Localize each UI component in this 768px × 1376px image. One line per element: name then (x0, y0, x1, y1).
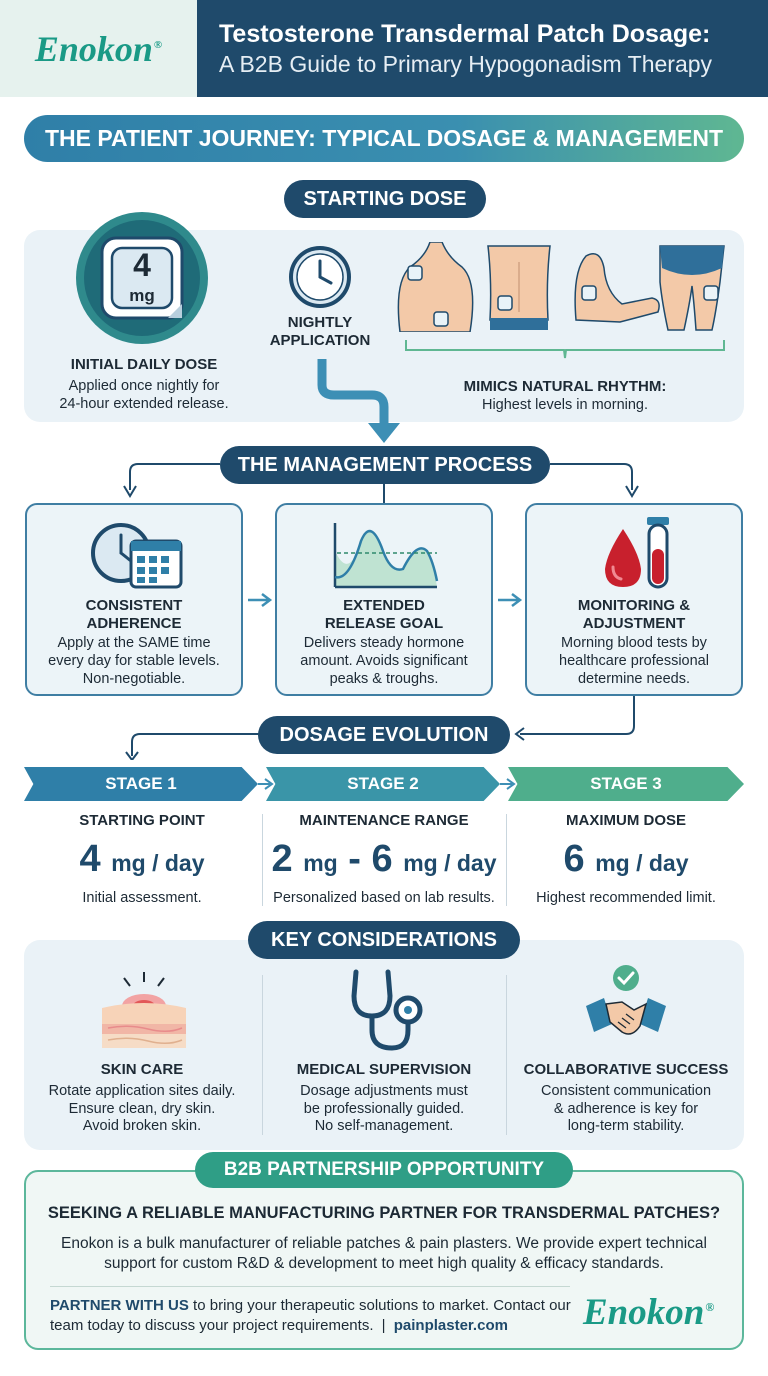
logo-text: Enokon® (34, 28, 163, 69)
title-line-1: Testosterone Transdermal Patch Dosage: (219, 19, 711, 48)
initial-dose-desc: Applied once nightly for 24-hour extende… (59, 378, 229, 412)
b2b-pill: B2B PARTNERSHIP OPPORTUNITY (195, 1152, 573, 1188)
divider (262, 975, 263, 1135)
process-box-monitoring: MONITORING &ADJUSTMENT Morning blood tes… (525, 503, 743, 696)
dose-badge-value: 4 (133, 247, 151, 283)
stage-1-value: 4 mg / day (79, 838, 205, 880)
blood-test-icon (605, 517, 669, 589)
dose-badge-unit: mg (129, 286, 155, 305)
skin-care-item: SKIN CARE Rotate application sites daily… (48, 1061, 236, 1134)
sites-brace (405, 340, 725, 359)
clock-icon (289, 246, 351, 308)
stage-1-chevron: STAGE 1 (24, 767, 258, 801)
application-sites-illustration (397, 242, 725, 332)
handshake-icon (586, 965, 666, 1035)
skin-care-icon (102, 972, 186, 1048)
considerations-pill: KEY CONSIDERATIONS (248, 921, 520, 959)
header: Enokon® Testosterone Transdermal Patch D… (0, 0, 768, 97)
stage-2-detail: MAINTENANCE RANGE 2 mg - 6 mg / day Pers… (264, 812, 504, 906)
evolution-connector-lines (125, 696, 635, 760)
divider (262, 814, 263, 906)
medical-supervision-item: MEDICAL SUPERVISION Dosage adjustments m… (296, 1061, 472, 1134)
release-curve-icon (333, 523, 439, 589)
dose-badge-icon (76, 212, 208, 344)
stage-2-chevron: STAGE 2 (266, 767, 500, 801)
divider (506, 814, 507, 906)
starting-dose-pill: STARTING DOSE (284, 180, 486, 218)
stage-3-chevron: STAGE 3 (508, 767, 744, 801)
arrow-right-icon (498, 593, 523, 607)
stage-1-detail: STARTING POINT 4 mg / day Initial assess… (22, 812, 262, 906)
nightly-application: NIGHTLY APPLICATION (269, 314, 371, 349)
initial-dose-title: INITIAL DAILY DOSE (70, 356, 218, 373)
arrow-right-icon (248, 593, 273, 607)
stage-3-detail: MAXIMUM DOSE 6 mg / day Highest recommen… (506, 812, 746, 906)
header-logo[interactable]: Enokon® (0, 0, 197, 97)
management-connector-lines (123, 463, 639, 503)
b2b-partner-text: PARTNER WITH US to bring your therapeuti… (50, 1297, 571, 1334)
footer-logo[interactable]: Enokon® (583, 1292, 715, 1333)
b2b-description: Enokon is a bulk manufacturer of reliabl… (61, 1235, 707, 1272)
arrow-right-icon (258, 778, 274, 790)
dosage-evolution-pill: DOSAGE EVOLUTION (258, 716, 510, 754)
stethoscope-icon (351, 969, 423, 1051)
management-pill: THE MANAGEMENT PROCESS (220, 446, 550, 484)
monitoring-title: MONITORING &ADJUSTMENT (577, 597, 691, 632)
arm-figure-icon (574, 253, 660, 323)
rhythm-title: MIMICS NATURAL RHYTHM: (463, 378, 667, 395)
website-link[interactable]: painplaster.com (393, 1317, 508, 1334)
journey-banner: THE PATIENT JOURNEY: TYPICAL DOSAGE & MA… (24, 115, 744, 162)
b2b-question: SEEKING A RELIABLE MANUFACTURING PARTNER… (47, 1204, 721, 1222)
b2b-panel (24, 1170, 744, 1350)
abdomen-figure-icon (487, 245, 551, 330)
calendar-clock-icon (91, 523, 183, 589)
header-title: Testosterone Transdermal Patch Dosage: A… (197, 0, 768, 97)
title-line-2: A B2B Guide to Primary Hypogonadism Ther… (219, 50, 713, 77)
stage-3-value: 6 mg / day (563, 838, 689, 880)
collaborative-success-item: COLLABORATIVE SUCCESS Consistent communi… (523, 1061, 729, 1134)
stage-2-value: 2 mg - 6 mg / day (271, 838, 497, 880)
divider (506, 975, 507, 1135)
b2b-divider (50, 1286, 570, 1287)
rhythm-desc: Highest levels in morning. (481, 397, 649, 413)
partner-highlight[interactable]: PARTNER WITH US (50, 1297, 189, 1314)
arrow-right-icon (500, 778, 516, 790)
chest-figure-icon (397, 242, 474, 332)
flow-arrow (317, 359, 400, 443)
thigh-figure-icon (659, 245, 725, 331)
